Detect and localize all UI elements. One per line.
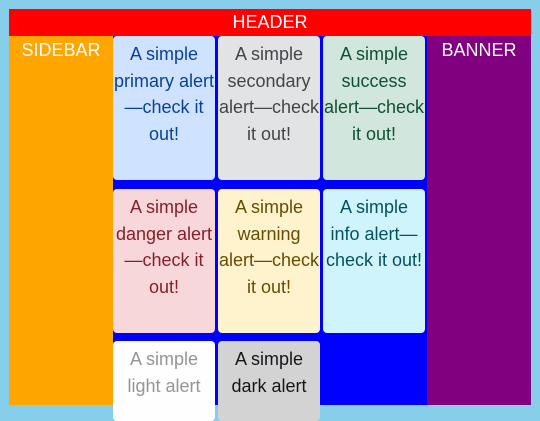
alerts-grid: A simple primary alert—check it out! A s… bbox=[113, 36, 427, 421]
header: HEADER bbox=[9, 9, 531, 36]
alert-secondary: A simple secondary alert—check it out! bbox=[218, 36, 320, 180]
alert-warning: A simple warning alert—check it out! bbox=[218, 189, 320, 333]
alert-light: A simple light alert bbox=[113, 341, 215, 421]
alert-dark: A simple dark alert bbox=[218, 341, 320, 421]
banner: BANNER bbox=[427, 36, 531, 405]
alert-info: A simple info alert—check it out! bbox=[323, 189, 425, 333]
alert-primary: A simple primary alert—check it out! bbox=[113, 36, 215, 180]
alert-success: A simple success alert—check it out! bbox=[323, 36, 425, 180]
alert-danger: A simple danger alert—check it out! bbox=[113, 189, 215, 333]
sidebar: SIDEBAR bbox=[9, 36, 113, 405]
